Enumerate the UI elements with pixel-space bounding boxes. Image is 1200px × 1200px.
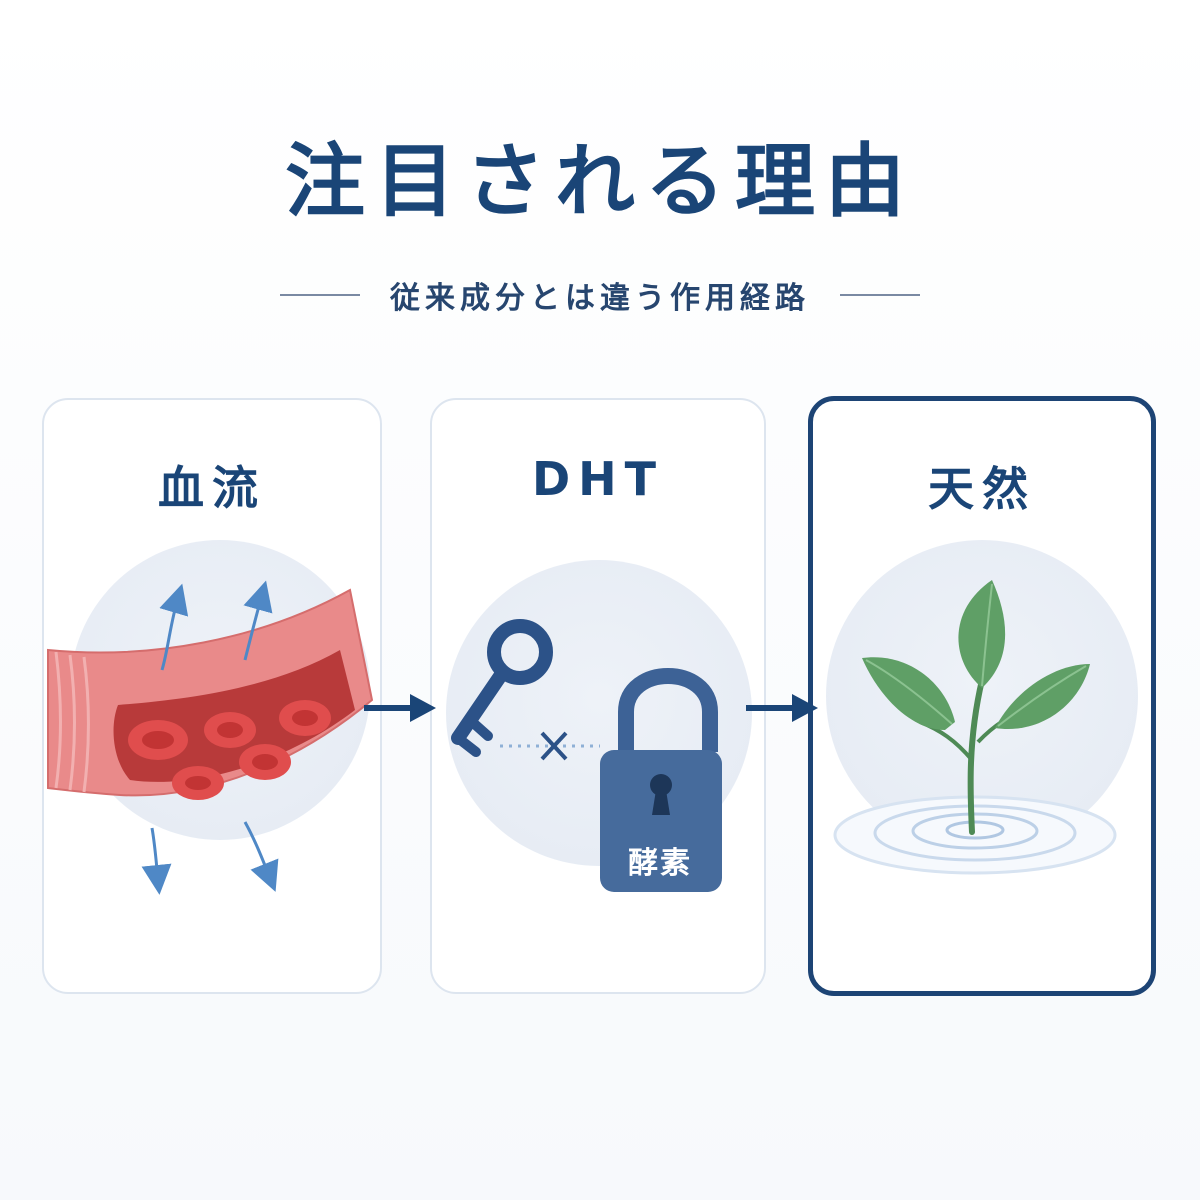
padlock-icon	[600, 668, 722, 892]
red-blood-cell	[204, 712, 256, 748]
subtitle-left-rule	[280, 294, 360, 296]
red-blood-cell	[279, 700, 331, 736]
connector-arrow-1-icon	[364, 694, 436, 722]
card-blood-flow-title: 血流	[158, 461, 266, 515]
subtitle-row: 従来成分とは違う作用経路	[0, 272, 1200, 318]
connector-arrow-2-icon	[746, 694, 818, 722]
flow-arrow-up-right-icon	[243, 580, 273, 661]
flow-arrow-down-right-icon	[243, 821, 279, 892]
flow-arrow-down-left-icon	[141, 827, 172, 895]
blocked-x-icon	[540, 731, 568, 761]
card-dht-title: DHT	[531, 452, 665, 506]
plant-icon	[862, 580, 1090, 835]
vessel-layer-2	[68, 654, 76, 791]
key-icon	[451, 619, 553, 757]
vessel-layer-1	[54, 651, 62, 789]
card-natural-title: 天然	[928, 462, 1036, 516]
water-ripple-icon	[833, 795, 1117, 875]
vessel-layer-3	[82, 656, 90, 793]
subtitle-right-rule	[840, 294, 920, 296]
lock-label: 酵素	[628, 846, 692, 881]
red-blood-cell	[172, 766, 224, 800]
flow-arrow-up-left-icon	[159, 583, 189, 671]
page-title: 注目される理由	[285, 135, 915, 228]
red-blood-cell	[128, 720, 188, 760]
page-subtitle: 従来成分とは違う作用経路	[390, 281, 810, 316]
red-blood-cell	[239, 744, 291, 780]
